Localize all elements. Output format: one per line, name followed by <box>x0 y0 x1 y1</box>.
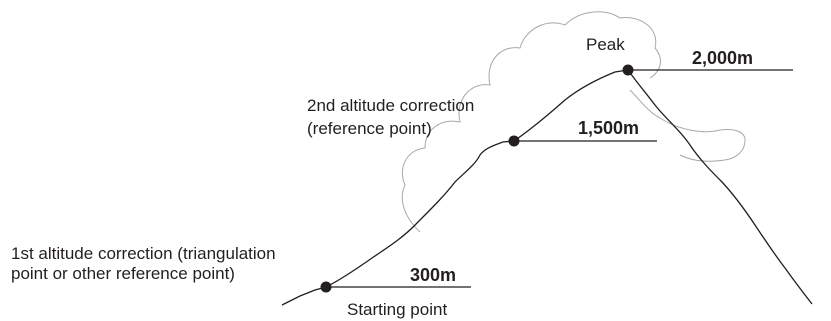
second-correction-point <box>508 135 520 147</box>
second-correction-label-line1: 2nd altitude correction <box>307 96 474 115</box>
peak-label: Peak <box>586 35 625 54</box>
second-correction-label-line2: (reference point) <box>307 119 432 138</box>
first-altitude-value: 300m <box>410 265 456 285</box>
first-correction-label-line2: point or other reference point) <box>11 264 235 283</box>
starting-point-marker <box>320 281 332 293</box>
second-altitude-value: 1,500m <box>578 118 639 138</box>
peak-altitude-value: 2,000m <box>692 48 753 68</box>
first-correction-label-line1: 1st altitude correction (triangulation <box>11 244 276 263</box>
peak-point <box>622 64 634 76</box>
cloud-outline <box>401 11 746 233</box>
mountain-ridge <box>281 69 813 306</box>
starting-point-label: Starting point <box>347 300 447 319</box>
